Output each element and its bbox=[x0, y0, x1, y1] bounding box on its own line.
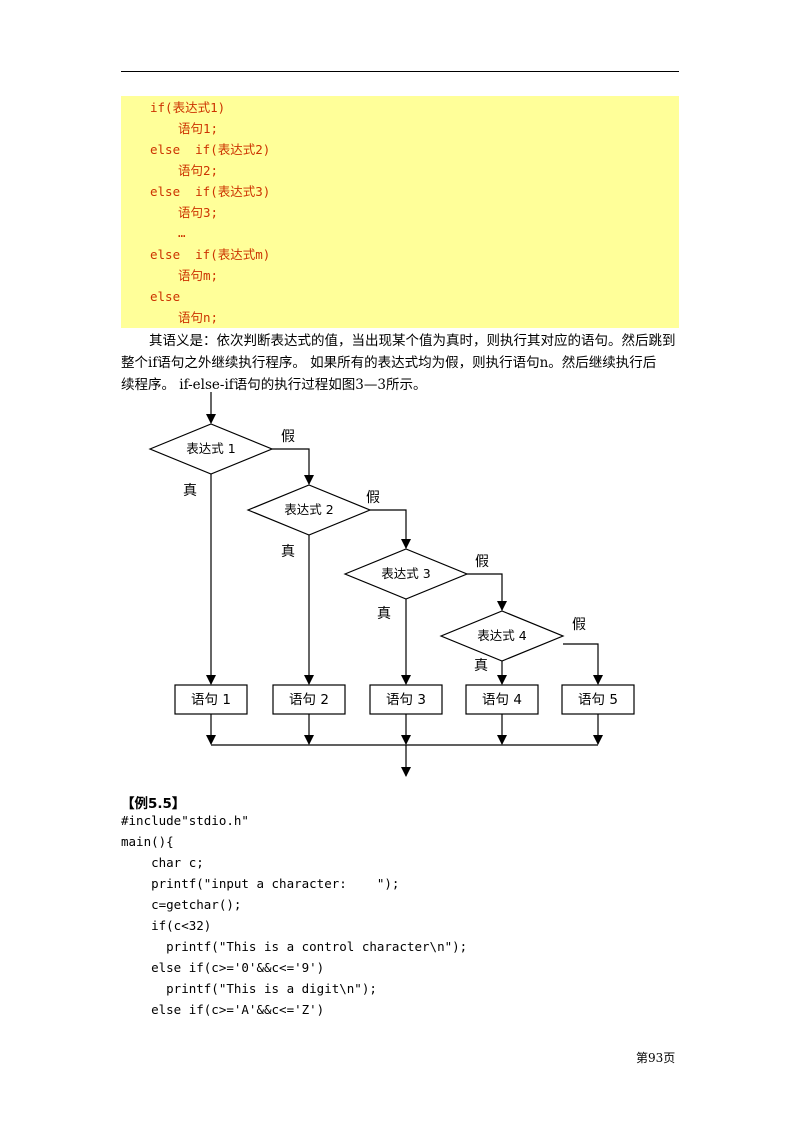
top-rule bbox=[121, 71, 679, 72]
code-line: 语句m; bbox=[178, 268, 219, 283]
condition-label-2: 表达式 2 bbox=[284, 502, 333, 517]
code-block: if(表达式1) 语句1; else if(表达式2) 语句2; else if… bbox=[121, 96, 679, 328]
false-path-3 bbox=[467, 573, 507, 611]
example-code-line: main(){ bbox=[121, 834, 174, 849]
condition-label-3: 表达式 3 bbox=[381, 566, 430, 581]
code-line: if(表达式1) bbox=[150, 100, 226, 115]
example-code-line: printf("This is a digit\n"); bbox=[121, 981, 377, 996]
code-line: else if(表达式3) bbox=[150, 184, 271, 199]
code-line: else if(表达式2) bbox=[150, 142, 271, 157]
condition-label-1: 表达式 1 bbox=[186, 441, 235, 456]
example-code-line: if(c<32) bbox=[121, 918, 212, 933]
example-code-line: #include"stdio.h" bbox=[121, 813, 249, 828]
true-label-3: 真 bbox=[377, 606, 391, 622]
code-line: 语句n; bbox=[178, 310, 219, 325]
example-code-line: c=getchar(); bbox=[121, 897, 242, 912]
code-line: 语句2; bbox=[178, 163, 219, 178]
condition-diamond-4 bbox=[439, 610, 565, 662]
statement-label-4: 语句 4 bbox=[482, 692, 522, 708]
page-number: 第93页 bbox=[636, 1051, 676, 1065]
true-label-4: 真 bbox=[474, 658, 488, 674]
example-code-line: else if(c>='A'&&c<='Z') bbox=[121, 1002, 325, 1017]
false-path-1 bbox=[272, 448, 314, 485]
false-label-2: 假 bbox=[366, 490, 380, 506]
statement-label-1: 语句 1 bbox=[191, 692, 231, 708]
example-code-line: printf("input a character: "); bbox=[121, 876, 400, 891]
example-title: 【例5.5】 bbox=[121, 796, 186, 812]
paragraph-line: 续程序。 if-else-if语句的执行过程如图3—3所示。 bbox=[121, 377, 427, 393]
example-code-line: printf("This is a control character\n"); bbox=[121, 939, 468, 954]
example-code-line: char c; bbox=[121, 855, 204, 870]
false-label-4: 假 bbox=[572, 617, 586, 633]
code-line: else if(表达式m) bbox=[150, 247, 271, 262]
code-line: 语句3; bbox=[178, 205, 219, 220]
condition-label-4: 表达式 4 bbox=[477, 628, 526, 643]
example-code-line: else if(c>='0'&&c<='9') bbox=[121, 960, 325, 975]
true-label-2: 真 bbox=[281, 544, 295, 560]
paragraph-line: 整个if语句之外继续执行程序。 如果所有的表达式均为假，则执行语句n。然后继续执… bbox=[121, 355, 657, 371]
paragraph-line: 其语义是：依次判断表达式的值，当出现某个值为真时，则执行其对应的语句。然后跳到 bbox=[149, 333, 676, 349]
false-label-1: 假 bbox=[281, 429, 295, 445]
code-line: 语句1; bbox=[178, 121, 219, 136]
code-line: … bbox=[178, 225, 186, 240]
false-path-4 bbox=[563, 643, 603, 685]
code-line: else bbox=[150, 289, 181, 304]
statement-label-2: 语句 2 bbox=[289, 692, 329, 708]
statement-label-3: 语句 3 bbox=[386, 692, 426, 708]
statement-label-5: 语句 5 bbox=[578, 692, 618, 708]
true-label-1: 真 bbox=[183, 483, 197, 499]
false-path-2 bbox=[370, 509, 411, 549]
false-label-3: 假 bbox=[475, 554, 489, 570]
